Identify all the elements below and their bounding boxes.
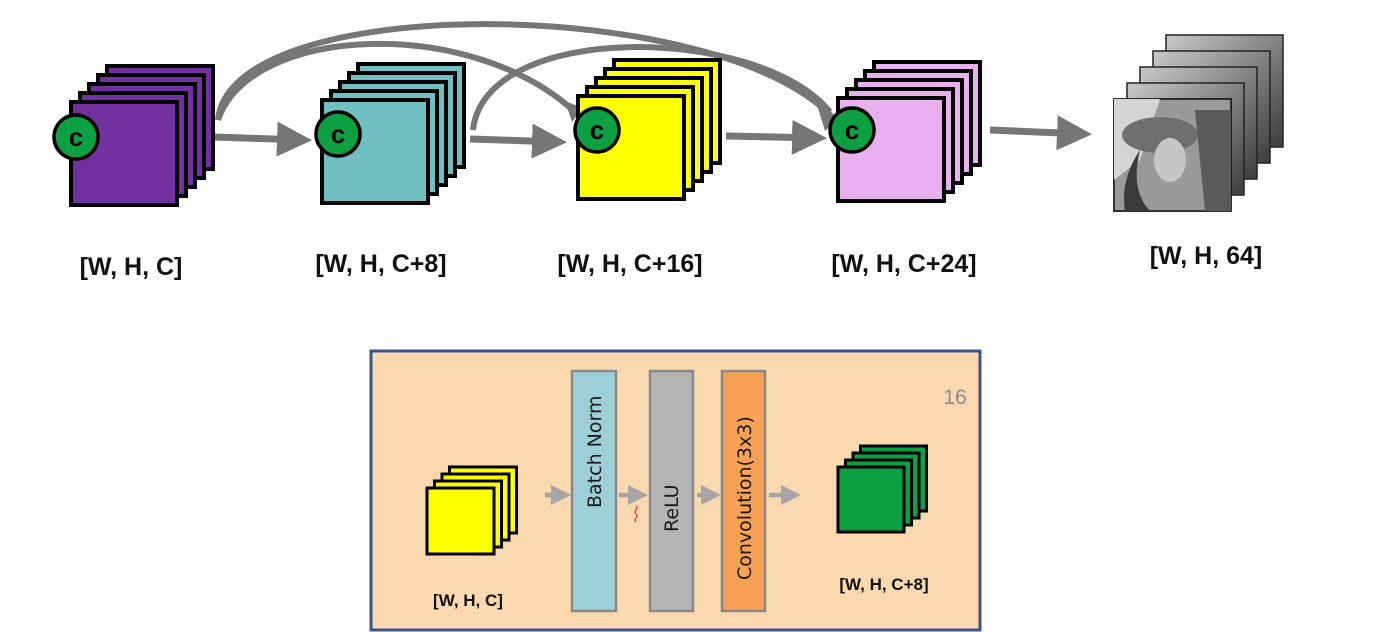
skip-arc-2-to-4 [470,44,833,131]
skip-arc-1-to-4 [215,21,836,121]
dense-layer-panel: 16 [W, H, C] Batch Norm ReLU Convolution… [369,349,982,632]
panel-input-layer [425,486,496,556]
panel-input-stack [425,465,518,556]
spellcheck-underline [634,505,638,523]
panel-output-label: [W, H, C+8] [839,575,928,594]
image-face [1154,138,1186,182]
op-convolution-label: Convolution(3x3) [734,416,756,580]
output-label: [W, H, 64] [1150,242,1263,270]
stage-3-label: [W, H, C+16] [557,250,702,278]
concat-icon-letter: c [845,115,859,145]
panel-output-stack [836,444,928,534]
stage-4: c [W, H, C+24] [828,60,982,278]
arrow-3-4 [725,119,827,155]
forward-arrows [213,115,1092,159]
arc-arrowhead-stage4 [818,108,838,131]
image-hair [1124,150,1150,211]
arrow-4-output [989,115,1092,151]
output-image-stack [1113,34,1284,212]
concat-icon-letter: c [590,115,604,145]
op-batch-norm-label: Batch Norm [584,396,606,508]
stage-2-feature-map-layer [320,98,430,205]
concat-icon [314,110,362,158]
stage-1: c [W, H, C] [52,64,215,281]
stage-2: c [W, H, C+8] [314,62,466,278]
stage-2-label: [W, H, C+8] [315,250,446,278]
concat-icon-letter: c [331,119,345,149]
stage-3: c [W, H, C+16] [557,58,722,278]
skip-arc-1-to-3 [215,40,578,121]
op-convolution: Convolution(3x3) [720,369,767,613]
image-background [1195,110,1231,211]
panel-input-label: [W, H, C] [433,591,503,610]
stage-1-label: [W, H, C] [80,253,183,281]
concat-icon [52,113,100,161]
page-number: 16 [943,386,966,409]
feature-map-stages: c [W, H, C] c [W, H, C+8] c [W, H, C+16] c [W, … [52,58,982,281]
op-relu-label: ReLU [661,484,683,532]
op-batch-norm: Batch Norm [570,369,618,613]
stage-4-label: [W, H, C+24] [831,250,976,278]
op-relu: ReLU [634,369,695,613]
arrow-2-3 [469,123,567,159]
concat-icon [573,106,621,154]
concat-icon-letter: c [69,122,83,152]
concat-icon [828,106,876,154]
arrow-1-2 [213,121,312,157]
skip-connections [215,21,836,131]
panel-output-layer [836,465,906,534]
